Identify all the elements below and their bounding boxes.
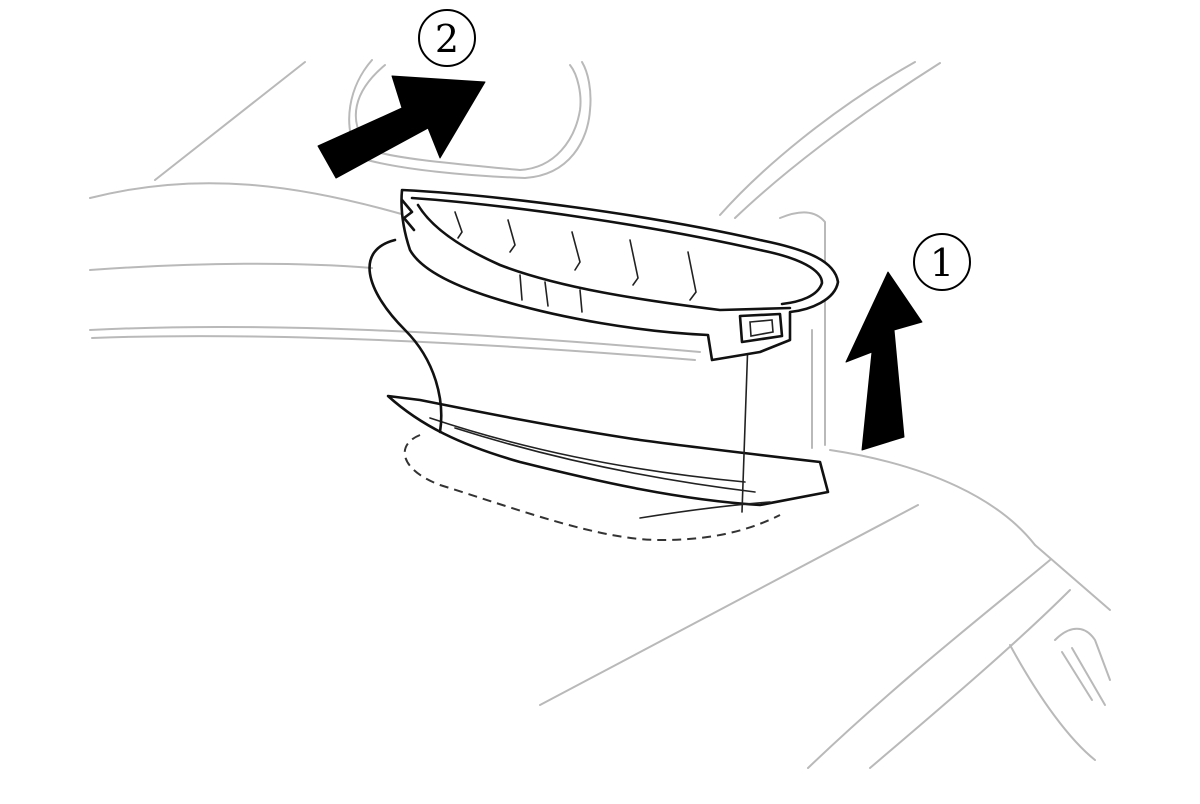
step-label-2: 2 [435,17,459,61]
step-marker-1: 1 [913,233,971,291]
air-vent-grille-icon [400,188,840,362]
alignment-lines [368,238,749,513]
step-marker-2: 2 [418,9,476,67]
vent-mounting-base [386,394,830,519]
dashboard-background-lines [89,59,1111,769]
dashboard-opening-outline [403,434,781,542]
upward-arrow-icon [845,271,923,451]
diagonal-arrow-icon [317,75,486,179]
step-label-1: 1 [930,241,954,285]
